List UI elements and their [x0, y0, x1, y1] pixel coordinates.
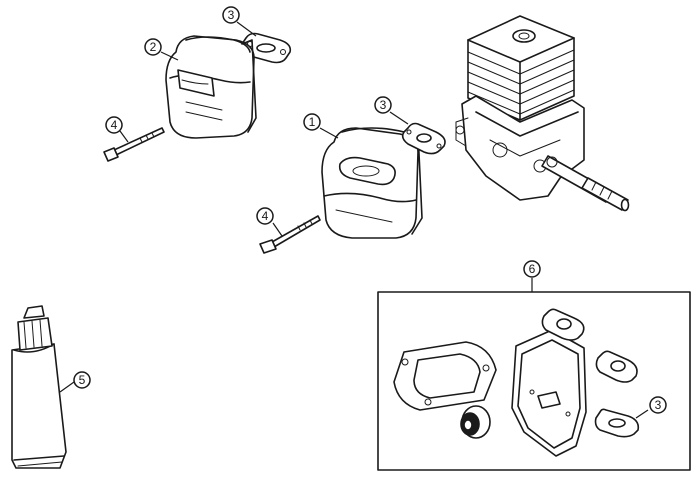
callout-3-center: 3	[374, 96, 392, 114]
callout-2: 2	[144, 38, 162, 56]
callout-1: 1	[303, 113, 321, 131]
callout-3-top: 3	[222, 6, 240, 24]
muffler-center	[321, 127, 423, 239]
engine-cylinder-assembly	[455, 15, 630, 212]
callout-5-label: 5	[79, 373, 86, 387]
screw-lower	[259, 215, 321, 254]
callout-2-label: 2	[150, 40, 157, 54]
grease-tube	[11, 305, 67, 469]
callout-6-label: 6	[529, 262, 536, 276]
muffler-upper	[165, 35, 257, 139]
screw-upper	[103, 127, 165, 162]
callout-3-top-label: 3	[228, 8, 235, 22]
callout-4-upper-label: 4	[111, 118, 118, 132]
callout-3-kit-label: 3	[655, 398, 662, 412]
callout-3-center-label: 3	[380, 98, 387, 112]
callout-5: 5	[73, 371, 91, 389]
callout-1-label: 1	[309, 115, 316, 129]
callout-3-kit: 3	[649, 396, 667, 414]
callout-4-lower: 4	[256, 207, 274, 225]
gasket-kit-box	[377, 291, 691, 471]
callout-4-lower-label: 4	[262, 209, 269, 223]
gasket-center	[401, 122, 446, 155]
callout-6: 6	[523, 260, 541, 278]
callout-4-upper: 4	[105, 116, 123, 134]
